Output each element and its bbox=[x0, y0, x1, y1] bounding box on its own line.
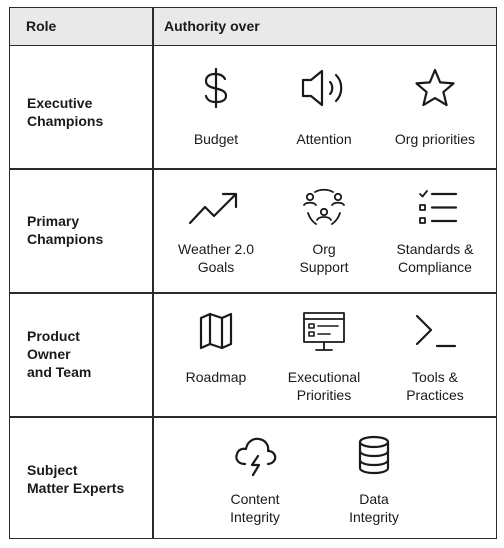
item-label: Priorities bbox=[296, 387, 352, 403]
role-executive-champions: Executive Champions bbox=[27, 94, 103, 130]
dollar-icon bbox=[204, 67, 228, 109]
header-authority: Authority over bbox=[164, 18, 260, 34]
checklist-icon bbox=[419, 190, 458, 224]
column-divider bbox=[152, 8, 154, 538]
item-content-integrity: Content Integrity bbox=[200, 434, 310, 526]
people-network-icon bbox=[303, 188, 345, 225]
trending-up-icon bbox=[188, 192, 238, 225]
database-icon bbox=[358, 435, 390, 475]
item-label: Support bbox=[299, 259, 349, 275]
item-label: Roadmap bbox=[185, 369, 247, 385]
item-label: Attention bbox=[296, 131, 352, 147]
terminal-icon bbox=[415, 314, 457, 348]
role-product-owner-team: Product Owner and Team bbox=[27, 327, 91, 381]
item-budget: Budget bbox=[161, 66, 271, 148]
role-line: Champions bbox=[27, 113, 104, 129]
role-subject-matter-experts: Subject Matter Experts bbox=[27, 461, 124, 497]
item-label: Practices bbox=[406, 387, 464, 403]
role-line: Matter Experts bbox=[27, 480, 125, 496]
item-label: Standards & bbox=[396, 241, 474, 257]
item-label: Org bbox=[312, 241, 336, 257]
item-org-priorities: Org priorities bbox=[380, 66, 490, 148]
row-divider bbox=[10, 292, 496, 294]
row-divider bbox=[10, 416, 496, 418]
item-attention: Attention bbox=[269, 66, 379, 148]
item-org-support: Org Support bbox=[269, 186, 379, 276]
item-executional-priorities: Executional Priorities bbox=[269, 310, 379, 404]
speaker-icon bbox=[301, 69, 343, 107]
row-divider bbox=[10, 168, 496, 170]
table-header: Role Authority over bbox=[10, 8, 496, 46]
role-primary-champions: Primary Champions bbox=[27, 212, 103, 248]
monitor-icon bbox=[303, 312, 345, 351]
item-data-integrity: Data Integrity bbox=[319, 434, 429, 526]
item-label: Budget bbox=[193, 131, 239, 147]
header-role: Role bbox=[26, 18, 57, 34]
star-icon bbox=[415, 68, 455, 107]
item-label: Integrity bbox=[349, 509, 399, 525]
item-standards-compliance: Standards & Compliance bbox=[380, 186, 490, 276]
item-label: Tools & bbox=[412, 369, 458, 385]
item-weather-goals: Weather 2.0 Goals bbox=[161, 186, 271, 276]
role-line: Owner bbox=[27, 346, 71, 362]
role-line: Primary bbox=[27, 213, 80, 229]
authority-table: Role Authority over Executive Champions … bbox=[9, 7, 497, 539]
role-line: Champions bbox=[27, 231, 104, 247]
item-tools-practices: Tools & Practices bbox=[380, 310, 490, 404]
cloud-lightning-icon bbox=[235, 437, 277, 477]
role-line: Product bbox=[27, 328, 80, 344]
item-label: Executional bbox=[287, 369, 361, 385]
item-label: Goals bbox=[197, 259, 235, 275]
role-line: and Team bbox=[27, 364, 92, 380]
role-line: Executive bbox=[27, 95, 93, 111]
item-label: Integrity bbox=[230, 509, 280, 525]
item-roadmap: Roadmap bbox=[161, 310, 271, 386]
item-label: Compliance bbox=[398, 259, 472, 275]
item-label: Weather 2.0 bbox=[177, 241, 254, 257]
item-label: Org priorities bbox=[394, 131, 476, 147]
map-icon bbox=[199, 312, 233, 350]
role-line: Subject bbox=[27, 462, 78, 478]
item-label: Content bbox=[230, 491, 280, 507]
item-label: Data bbox=[359, 491, 389, 507]
